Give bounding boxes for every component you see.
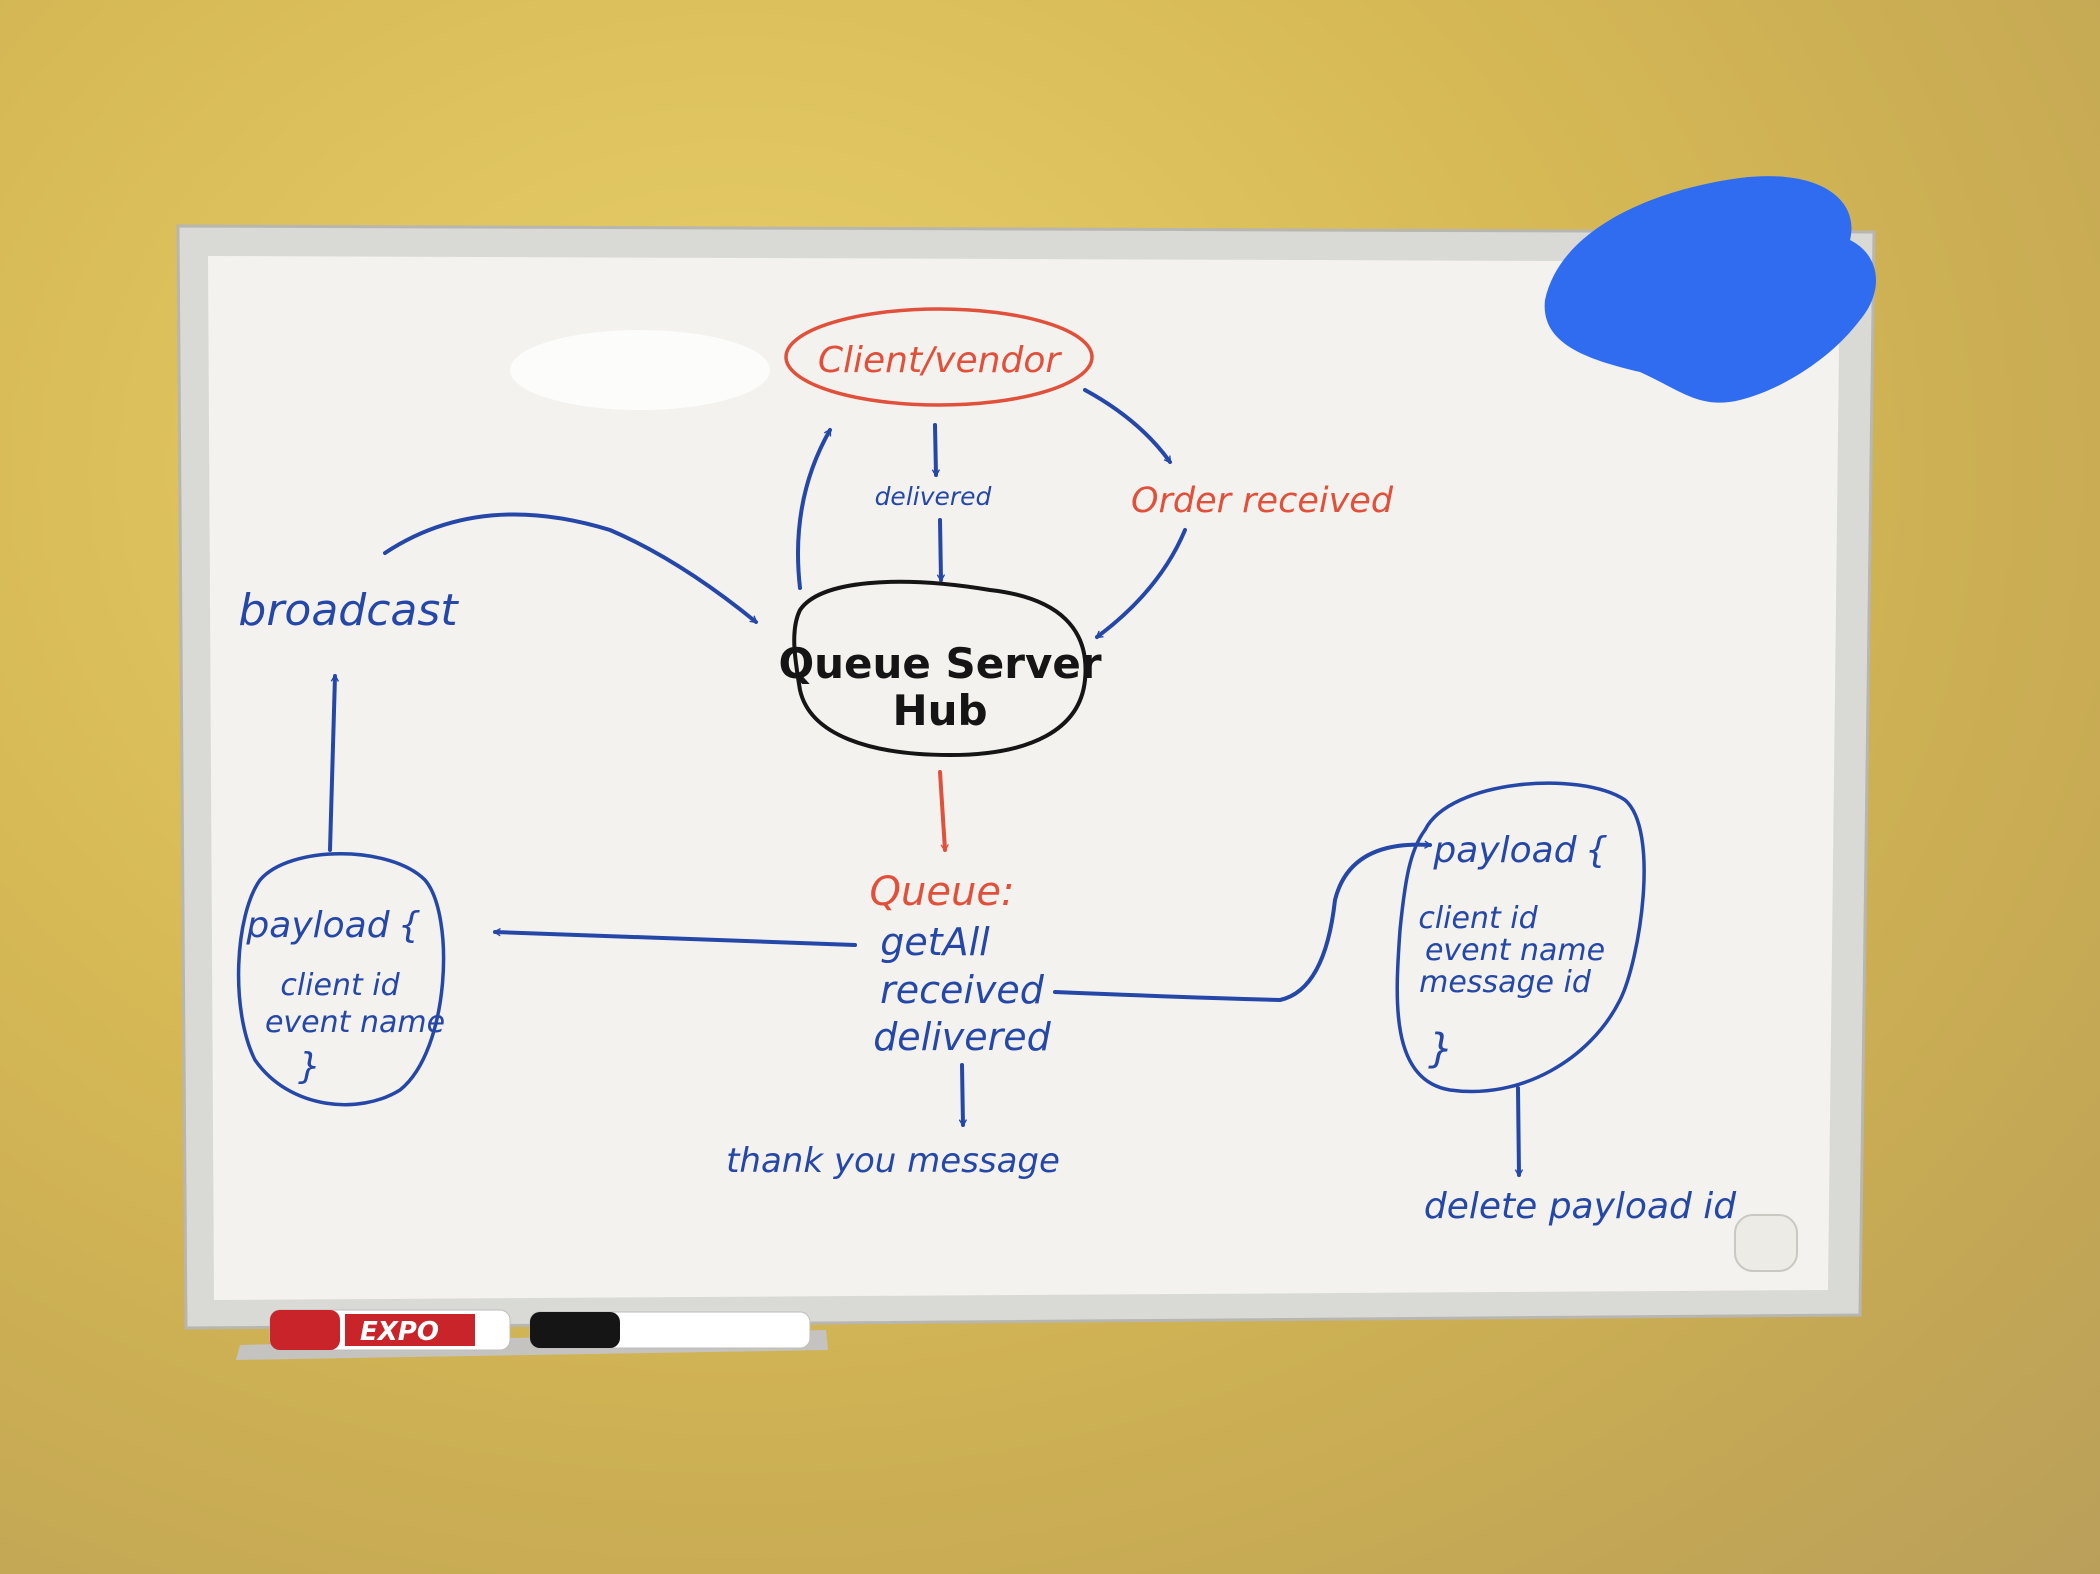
red-marker-icon: EXPO xyxy=(269,1309,511,1351)
arrow-delivered-to-hub xyxy=(936,518,946,583)
arrow-client-to-order xyxy=(1083,388,1172,464)
arrow-queue-to-right-payload xyxy=(1053,840,1433,1003)
queue-block: Queue: getAll received delivered xyxy=(870,869,1052,1059)
arrow-broadcast-to-hub xyxy=(383,512,758,624)
marker-label: EXPO xyxy=(360,1317,439,1347)
payload-left-title: payload xyxy=(245,905,390,946)
payload-right-open-brace: { xyxy=(1585,830,1608,871)
queue-title: Queue: xyxy=(870,869,1015,915)
queue-server-hub-node: Queue Server Hub xyxy=(778,579,1102,758)
payload-right-field: message id xyxy=(1419,965,1592,1000)
payload-right-title: payload xyxy=(1432,830,1577,871)
black-marker-icon xyxy=(529,1311,811,1349)
payload-left-close-brace: } xyxy=(298,1046,321,1087)
thank-you-label: thank you message xyxy=(726,1141,1060,1181)
redaction-blob-icon xyxy=(1544,176,1877,403)
arrow-hub-to-queue xyxy=(938,770,949,853)
marker-tray: EXPO xyxy=(236,1309,828,1360)
arrow-hub-to-client xyxy=(796,428,832,590)
arrow-order-to-hub xyxy=(1095,528,1187,639)
broadcast-label: broadcast xyxy=(238,585,459,636)
arrow-queue-to-left-payload xyxy=(492,928,857,947)
client-vendor-node: Client/vendor xyxy=(784,307,1094,407)
arrow-client-down xyxy=(931,423,941,478)
glare xyxy=(510,330,770,410)
whiteboard-surface xyxy=(208,256,1840,1300)
connectors xyxy=(328,388,1524,1178)
hub-title-line1: Queue Server xyxy=(778,639,1101,688)
payload-left-open-brace: { xyxy=(398,905,421,946)
client-vendor-label: Client/vendor xyxy=(818,340,1062,381)
payload-right-node: payload { client id event name message i… xyxy=(1395,781,1646,1094)
magnet-icon xyxy=(1734,1214,1798,1272)
queue-item: received xyxy=(880,968,1045,1012)
arrow-payload-to-broadcast xyxy=(328,673,340,852)
queue-item: getAll xyxy=(880,920,990,964)
hub-title-line2: Hub xyxy=(892,686,987,735)
order-received-label: Order received xyxy=(1131,481,1394,521)
arrow-payload-to-delete xyxy=(1514,1086,1524,1178)
arrow-queue-to-thankyou xyxy=(958,1063,968,1128)
delete-payload-label: delete payload id xyxy=(1424,1186,1737,1227)
payload-left-field: event name xyxy=(265,1005,445,1040)
payload-right-field: event name xyxy=(1425,933,1605,968)
delivered-label: delivered xyxy=(875,482,992,511)
payload-left-node: payload { client id event name } xyxy=(236,852,446,1107)
queue-item: delivered xyxy=(873,1015,1051,1059)
whiteboard xyxy=(176,224,1876,1330)
payload-left-field: client id xyxy=(280,968,400,1003)
payload-right-close-brace: } xyxy=(1428,1026,1453,1072)
payload-right-field: client id xyxy=(1418,901,1538,936)
